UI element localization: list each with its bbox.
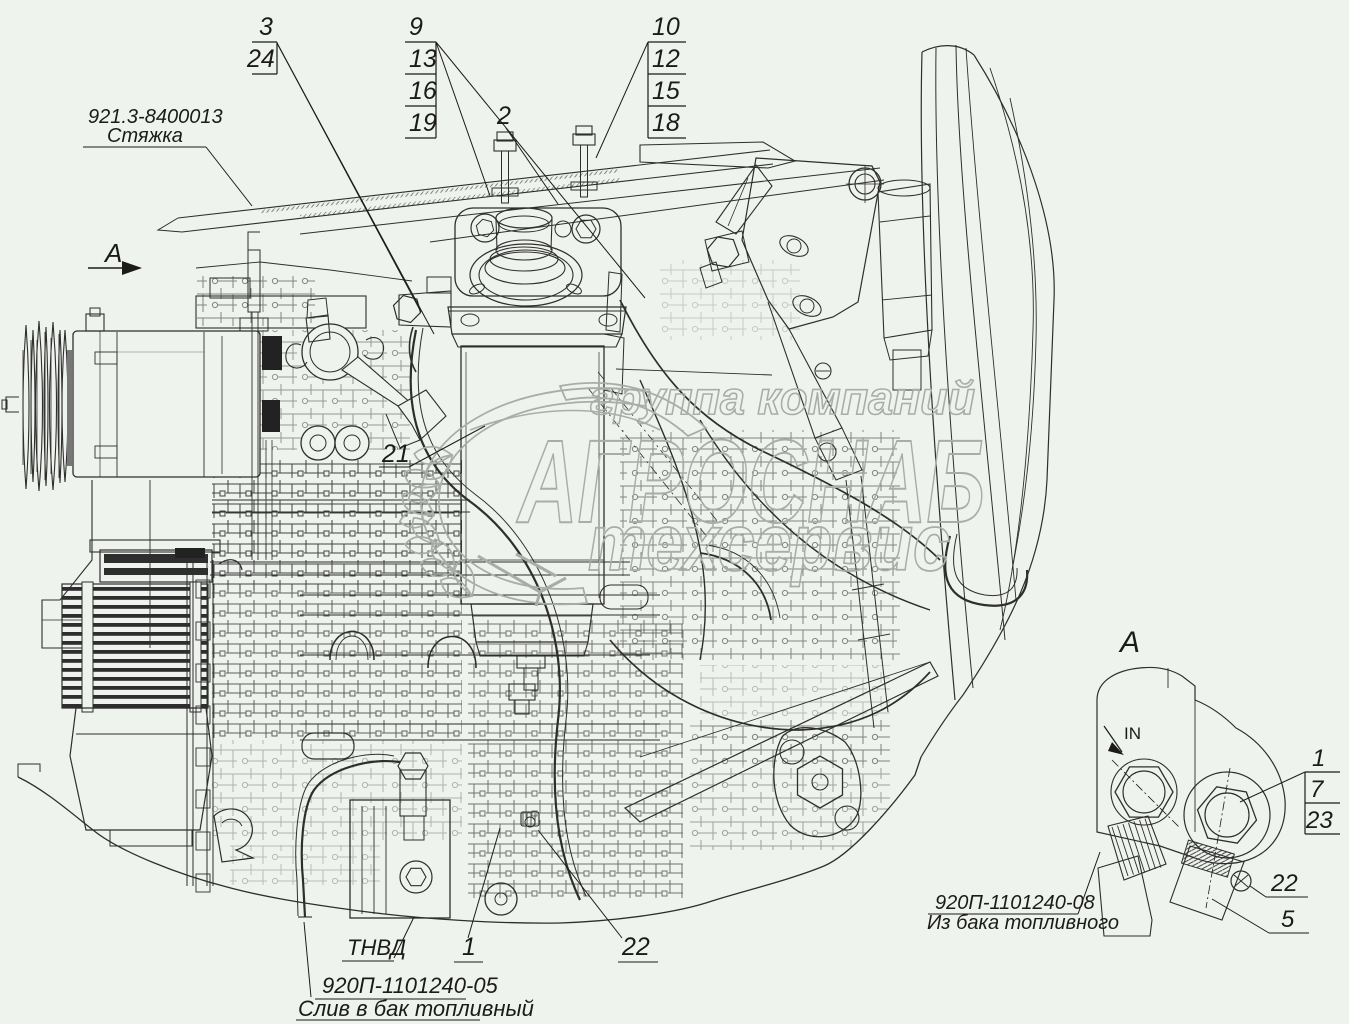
svg-text:2: 2 <box>496 102 511 130</box>
svg-text:15: 15 <box>652 77 680 105</box>
svg-text:18: 18 <box>652 109 680 137</box>
svg-text:7: 7 <box>1310 776 1325 803</box>
svg-text:1: 1 <box>462 933 476 961</box>
svg-text:5: 5 <box>1281 906 1295 933</box>
svg-text:921.3-8400013: 921.3-8400013 <box>88 106 223 128</box>
svg-text:920П-1101240-08: 920П-1101240-08 <box>935 892 1095 914</box>
svg-text:24: 24 <box>246 45 275 73</box>
svg-text:А: А <box>103 238 122 268</box>
svg-text:23: 23 <box>1305 807 1333 834</box>
svg-text:1: 1 <box>1312 745 1325 772</box>
svg-text:13: 13 <box>409 45 437 73</box>
svg-text:920П-1101240-05: 920П-1101240-05 <box>322 973 499 998</box>
svg-text:9: 9 <box>409 13 423 41</box>
svg-text:10: 10 <box>652 13 680 41</box>
svg-text:22: 22 <box>621 933 650 961</box>
svg-text:19: 19 <box>409 109 437 137</box>
svg-text:IN: IN <box>1124 724 1141 743</box>
svg-text:ТНВД: ТНВД <box>347 935 406 960</box>
svg-text:22: 22 <box>1270 870 1298 897</box>
svg-text:Из бака топливного: Из бака топливного <box>927 912 1119 934</box>
svg-text:техсервис: техсервис <box>588 498 950 587</box>
svg-text:Стяжка: Стяжка <box>107 125 183 147</box>
svg-text:16: 16 <box>409 77 437 105</box>
svg-text:Слив в бак топливный: Слив в бак топливный <box>298 996 534 1021</box>
svg-text:12: 12 <box>652 45 680 73</box>
svg-text:21: 21 <box>381 440 410 468</box>
svg-text:3: 3 <box>259 13 273 41</box>
svg-text:АГРОСНАБ: АГРОСНАБ <box>516 416 985 548</box>
svg-text:А: А <box>1118 626 1140 659</box>
svg-text:группа компаний: группа компаний <box>590 372 975 424</box>
